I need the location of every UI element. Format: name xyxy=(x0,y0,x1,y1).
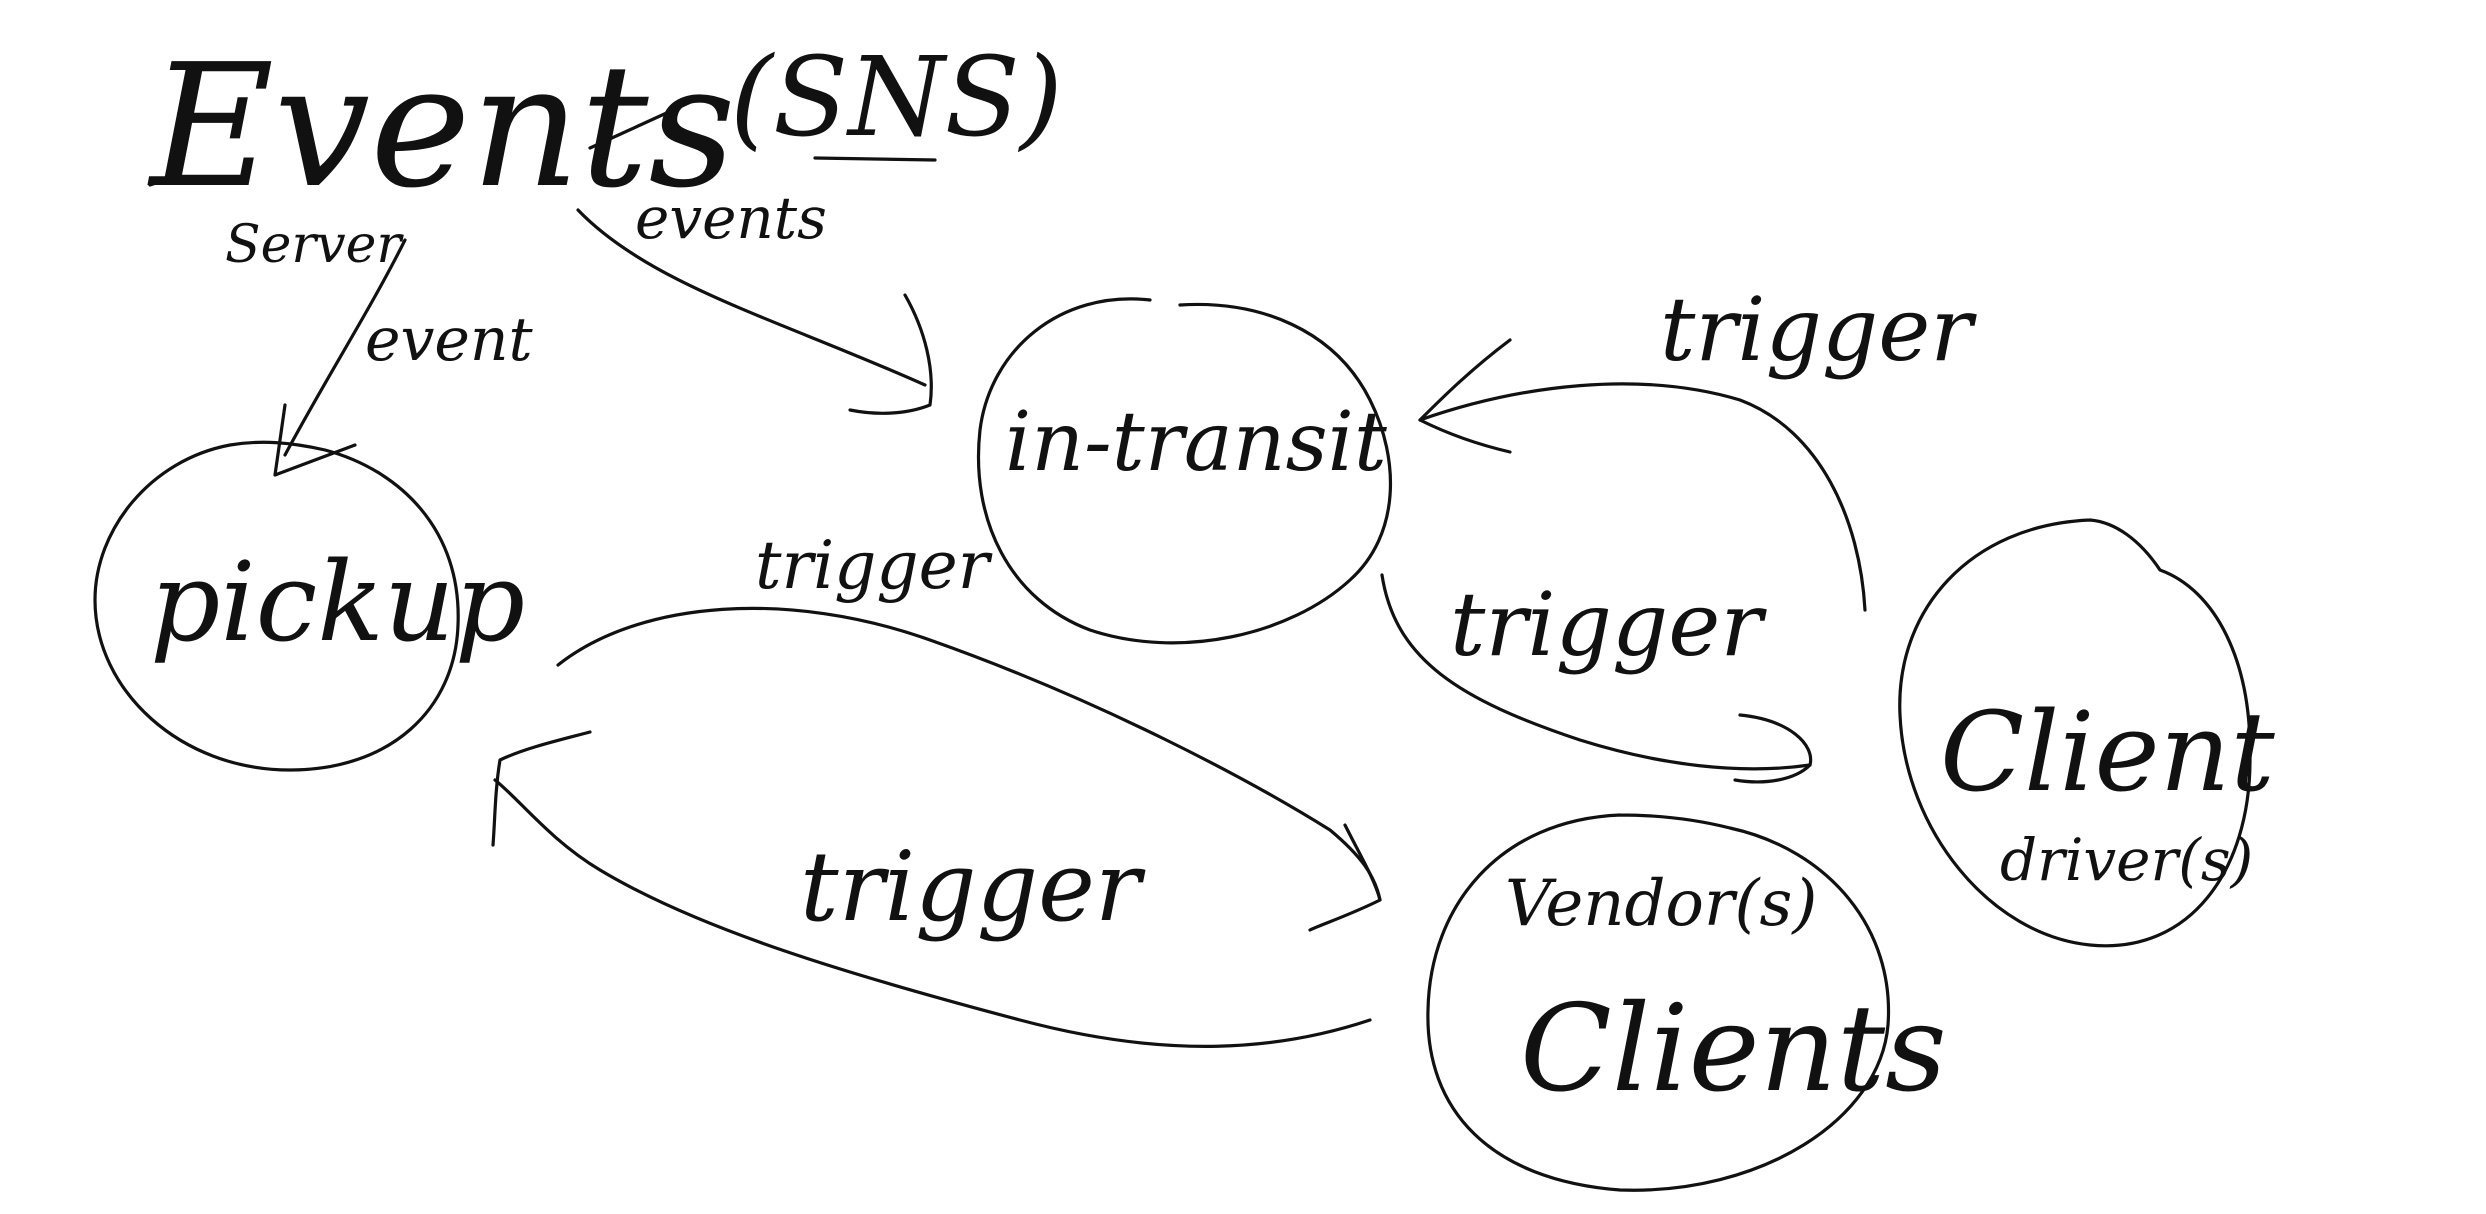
clients-label: Clients xyxy=(1520,980,1947,1119)
edge-events-to-in-transit: events xyxy=(576,184,933,415)
title-underline-stroke xyxy=(148,178,167,187)
node-client-drivers: Client driver(s) xyxy=(1898,518,2275,948)
edge-trigger-middle-arrowhead xyxy=(1733,713,1813,784)
edge-client-to-in-transit: trigger xyxy=(1418,278,1977,612)
in-transit-circle xyxy=(976,297,1392,645)
edge-trigger-top-label: trigger xyxy=(1660,278,1977,381)
edge-events-label: events xyxy=(635,184,827,252)
edge-event-arrowhead xyxy=(273,403,357,477)
edge-events-line xyxy=(576,208,927,387)
pickup-circle xyxy=(93,440,460,772)
pickup-label: pickup xyxy=(150,538,525,666)
edge-trigger-upper-line xyxy=(556,606,1382,902)
edge-trigger-upper-arrowhead xyxy=(1308,823,1382,932)
node-vendors-clients: Vendor(s) Clients xyxy=(1426,813,1947,1192)
edge-trigger-middle-label: trigger xyxy=(1450,573,1767,676)
in-transit-label: in-transit xyxy=(1005,395,1388,490)
vendors-label: Vendor(s) xyxy=(1505,867,1817,941)
edge-trigger-top-arrowhead xyxy=(1418,338,1512,454)
sns-underline xyxy=(813,156,937,162)
title-dash xyxy=(588,98,697,150)
drivers-label: driver(s) xyxy=(2000,826,2253,894)
edge-trigger-lower-label: trigger xyxy=(800,831,1146,943)
edge-trigger-upper-label: trigger xyxy=(755,527,993,604)
node-in-transit: in-transit xyxy=(976,297,1392,645)
edge-event-line xyxy=(283,238,407,457)
edge-in-transit-to-client: trigger xyxy=(1380,573,1813,784)
client-drivers-circle xyxy=(1898,518,2252,948)
edge-pickup-to-vendors: trigger xyxy=(556,527,1382,932)
title-group: Events (SNS) Server xyxy=(147,28,1063,275)
title-sns: (SNS) xyxy=(730,33,1063,161)
edge-trigger-middle-line xyxy=(1380,573,1812,771)
edge-event-label: event xyxy=(365,305,534,375)
server-label: Server xyxy=(225,215,404,275)
edge-trigger-lower-line xyxy=(493,778,1372,1048)
edge-events-to-pickup: event xyxy=(273,238,534,477)
edge-events-arrowhead xyxy=(848,293,933,415)
edge-trigger-lower-arrowhead xyxy=(491,730,592,847)
vendors-clients-circle xyxy=(1426,813,1891,1192)
edge-trigger-top-line xyxy=(1418,382,1867,612)
edge-vendors-to-pickup: trigger xyxy=(491,730,1372,1048)
node-pickup: pickup xyxy=(93,440,525,772)
client-label: Client xyxy=(1940,688,2275,816)
